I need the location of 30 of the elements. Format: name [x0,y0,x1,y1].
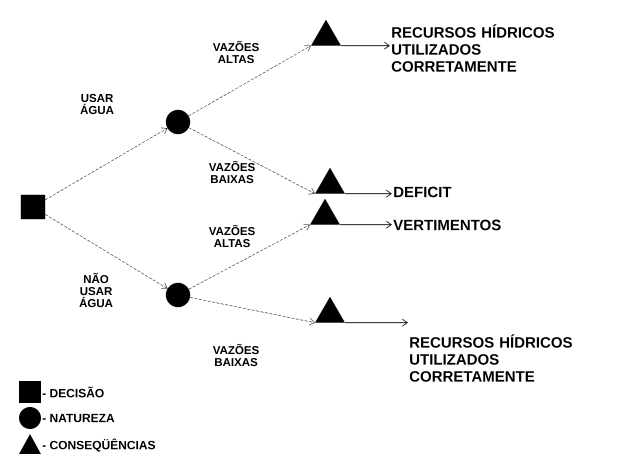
outcome-text: RECURSOS HÍDRICOS UTILIZADOS CORRETAMENTE [410,334,572,382]
arrow [344,318,408,327]
outcome-text: RECURSOS HÍDRICOS UTILIZADOS CORRETAMENTE [392,24,554,72]
edge-label: VAZÕES BAIXAS [208,160,255,184]
arrow [188,45,311,116]
arrow [188,224,310,290]
edge-label: VAZÕES ALTAS [212,40,259,64]
outcome-triangle [315,296,345,323]
arrow [344,190,392,198]
outcome-triangle [310,198,340,225]
outcome-text: VERTIMENTOS [393,220,501,230]
arrow [188,127,315,195]
arrow [190,297,315,326]
arrow [340,42,390,50]
chance-circle [166,110,190,134]
decision-square [20,194,46,220]
legend-text: - CONSEQÜÊNCIAS [42,438,156,452]
edge-label: USAR ÁGUA [80,94,114,114]
chance-circle [166,282,190,308]
arrow [44,128,168,200]
legend-text: - NATUREZA [42,414,114,422]
arrow [340,220,392,229]
outcome-triangle [311,20,341,46]
edge-label: VAZÕES ALTAS [208,224,255,248]
edge-label: VAZÕES BAIXAS [212,344,259,366]
edge-label: NÃO USAR ÁGUA [79,272,113,308]
arrow [44,214,168,290]
outcome-text: DEFICIT [394,186,452,198]
legend-text: - DECISÃO [42,386,104,398]
outcome-triangle [315,168,345,194]
